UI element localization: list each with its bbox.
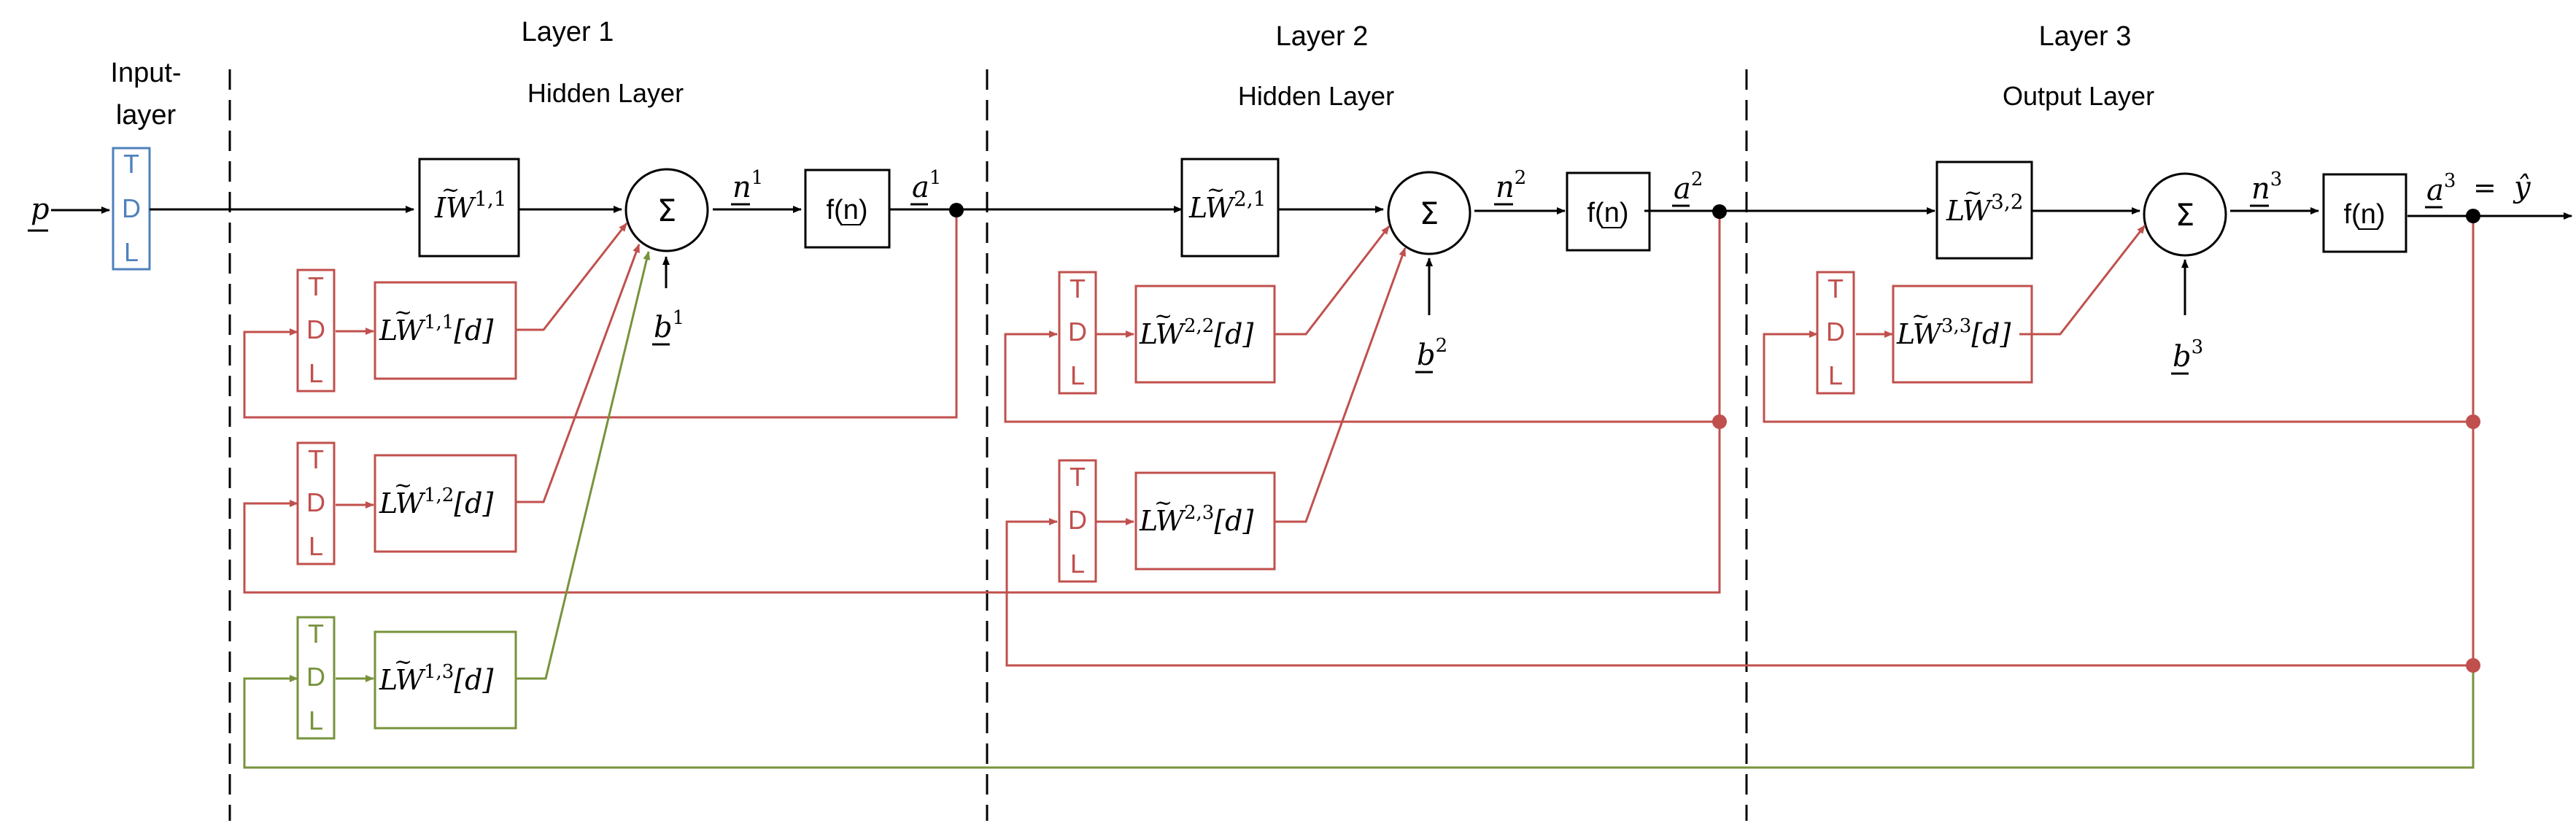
signal-underlines (652, 203, 2442, 375)
label-b1: b1 (654, 307, 684, 344)
svg-text:D: D (1068, 505, 1087, 535)
svg-text:~: ~ (1154, 304, 1172, 329)
svg-text:T: T (123, 149, 139, 179)
tdl-block-l2-a: T D L (1058, 271, 1097, 395)
svg-text:f(n): f(n) (1587, 198, 1629, 228)
lw-1-3-d-block: LW1,3[d] ~ (374, 630, 517, 730)
junction-dots (949, 203, 2480, 673)
label-n3: n3 (2251, 169, 2282, 206)
iw-1-1-block: IW1,1 ~ (418, 158, 520, 258)
lw-2-1-block: LW2,1 ~ (1180, 158, 1280, 258)
svg-text:f(n): f(n) (2344, 199, 2386, 230)
svg-text:D: D (306, 662, 325, 692)
svg-text:LW3,2: LW3,2 (1946, 190, 2024, 227)
transfer-fn-1: f(n) (804, 169, 891, 249)
svg-text:LW2,2[d]: LW2,2[d] (1139, 315, 1254, 350)
label-b3: b3 (2173, 336, 2203, 374)
svg-text:T: T (308, 271, 324, 301)
layer-3-subtitle: Output Layer (2003, 81, 2154, 111)
lw-1-2-d-block: LW1,2[d] ~ (374, 454, 517, 553)
tdl-block-l3-a: T D L (1816, 271, 1855, 395)
sum-node-3: Σ (2143, 172, 2227, 257)
svg-text:D: D (1068, 317, 1087, 347)
svg-text:LW3,3[d]: LW3,3[d] (1896, 315, 2011, 350)
input-signal-p: p (31, 193, 50, 226)
label-n2: n2 (1496, 167, 1526, 204)
tdl-block-l1-a: T D L (296, 268, 336, 393)
label-a3: a3 (2426, 170, 2456, 207)
tdl-block-l2-b: T D L (1058, 459, 1097, 583)
tdl-block-l1-c: T D L (296, 616, 336, 740)
label-b2: b2 (1417, 335, 1447, 372)
svg-text:T: T (1827, 274, 1844, 304)
forward-path (150, 206, 2572, 315)
svg-text:LW2,1: LW2,1 (1188, 187, 1266, 224)
svg-text:T: T (1070, 274, 1086, 304)
svg-text:~: ~ (1911, 304, 1930, 329)
svg-text:~: ~ (394, 300, 412, 325)
svg-text:T: T (308, 444, 324, 474)
svg-text:~: ~ (1154, 490, 1172, 516)
label-y-hat: ŷ (2513, 171, 2531, 204)
svg-text:Σ: Σ (1420, 196, 1439, 231)
svg-text:L: L (309, 358, 323, 388)
feedback-wires-green (243, 251, 2475, 769)
svg-text:L: L (124, 237, 139, 267)
svg-text:L: L (1070, 360, 1085, 390)
svg-text:IW1,1: IW1,1 (434, 187, 507, 224)
label-equals: = (2473, 171, 2496, 204)
transfer-fn-3: f(n) (2322, 173, 2407, 253)
svg-text:~: ~ (1207, 177, 1225, 203)
svg-text:LW2,3[d]: LW2,3[d] (1139, 502, 1254, 537)
sum-node-2: Σ (1387, 171, 1471, 255)
svg-text:L: L (1070, 549, 1085, 579)
signal-labels: n1 n2 n3 a1 a2 a3 = ŷ b1 b2 b3 (654, 167, 2531, 374)
svg-text:L: L (309, 531, 323, 561)
tdl-block-l1-b: T D L (296, 441, 336, 565)
svg-text:~: ~ (1964, 180, 1982, 206)
svg-text:Σ: Σ (2175, 197, 2195, 233)
layer-3-title: Layer 3 (2039, 21, 2132, 52)
layer-1-title: Layer 1 (522, 17, 614, 47)
layer-2-title: Layer 2 (1276, 21, 1369, 52)
label-a2: a2 (1674, 169, 1703, 206)
input-section: p T D L (28, 147, 151, 271)
layer-2-subtitle: Hidden Layer (1238, 81, 1394, 111)
lw-2-3-d-block: LW2,3[d] ~ (1134, 471, 1276, 571)
layer-headers: Layer 1 Hidden Layer Layer 2 Hidden Laye… (110, 17, 2154, 131)
layer-separators (228, 69, 1748, 821)
svg-text:LW1,2[d]: LW1,2[d] (379, 484, 494, 519)
svg-text:f(n): f(n) (827, 195, 868, 225)
lw-3-2-block: LW3,2 ~ (1935, 161, 2033, 260)
svg-text:~: ~ (394, 473, 412, 498)
feedback-wires-red (243, 210, 2475, 667)
svg-text:L: L (309, 706, 323, 735)
input-layer-label-line2: layer (116, 100, 177, 131)
lw-3-3-d-block: LW3,3[d] ~ (1892, 285, 2033, 384)
input-tdl: T D L (112, 147, 151, 271)
lw-2-2-d-block: LW2,2[d] ~ (1134, 285, 1276, 384)
svg-text:T: T (1070, 462, 1086, 492)
svg-text:LW1,3[d]: LW1,3[d] (379, 661, 494, 696)
layer-1-subtitle: Hidden Layer (527, 78, 684, 108)
svg-text:~: ~ (441, 177, 460, 203)
svg-text:L: L (1828, 360, 1843, 390)
svg-text:~: ~ (394, 649, 412, 675)
label-n1: n1 (732, 167, 763, 204)
svg-text:D: D (122, 193, 141, 223)
input-layer-label-line1: Input- (110, 58, 181, 88)
transfer-fn-2: f(n) (1566, 171, 1651, 252)
svg-text:T: T (308, 619, 324, 649)
lw-1-1-d-block: LW1,1[d] ~ (374, 281, 517, 380)
svg-text:D: D (306, 487, 325, 517)
svg-text:D: D (306, 314, 325, 344)
sum-node-1: Σ (624, 168, 709, 252)
svg-text:Σ: Σ (657, 193, 677, 228)
svg-text:LW1,1[d]: LW1,1[d] (379, 312, 494, 347)
svg-text:D: D (1826, 317, 1845, 347)
label-a1: a1 (912, 167, 941, 204)
